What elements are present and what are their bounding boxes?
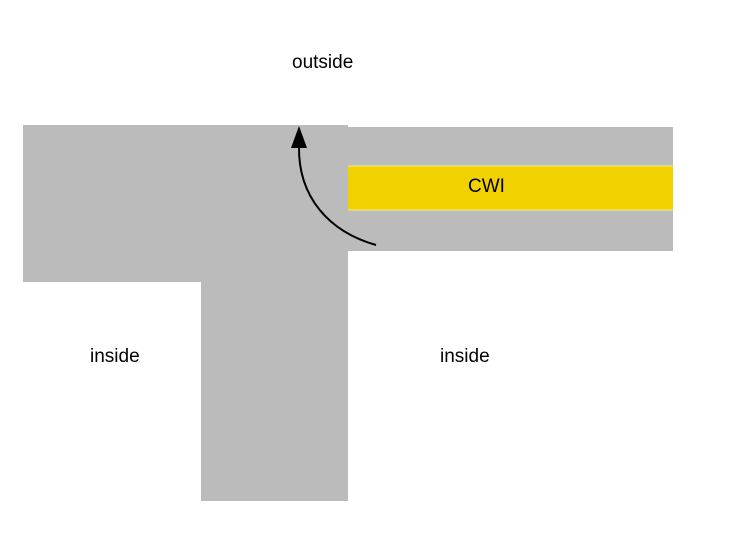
label-inside-right: inside bbox=[440, 346, 490, 367]
cavity-insulation bbox=[348, 166, 673, 210]
wall-vertical bbox=[201, 282, 348, 501]
label-inside-left: inside bbox=[90, 346, 140, 367]
heat-flow-arrowhead bbox=[291, 126, 307, 148]
heat-flow-arrow bbox=[297, 145, 377, 246]
label-cwi: CWI bbox=[468, 176, 505, 197]
wall-horizontal-left bbox=[23, 125, 348, 282]
label-outside: outside bbox=[292, 52, 354, 73]
